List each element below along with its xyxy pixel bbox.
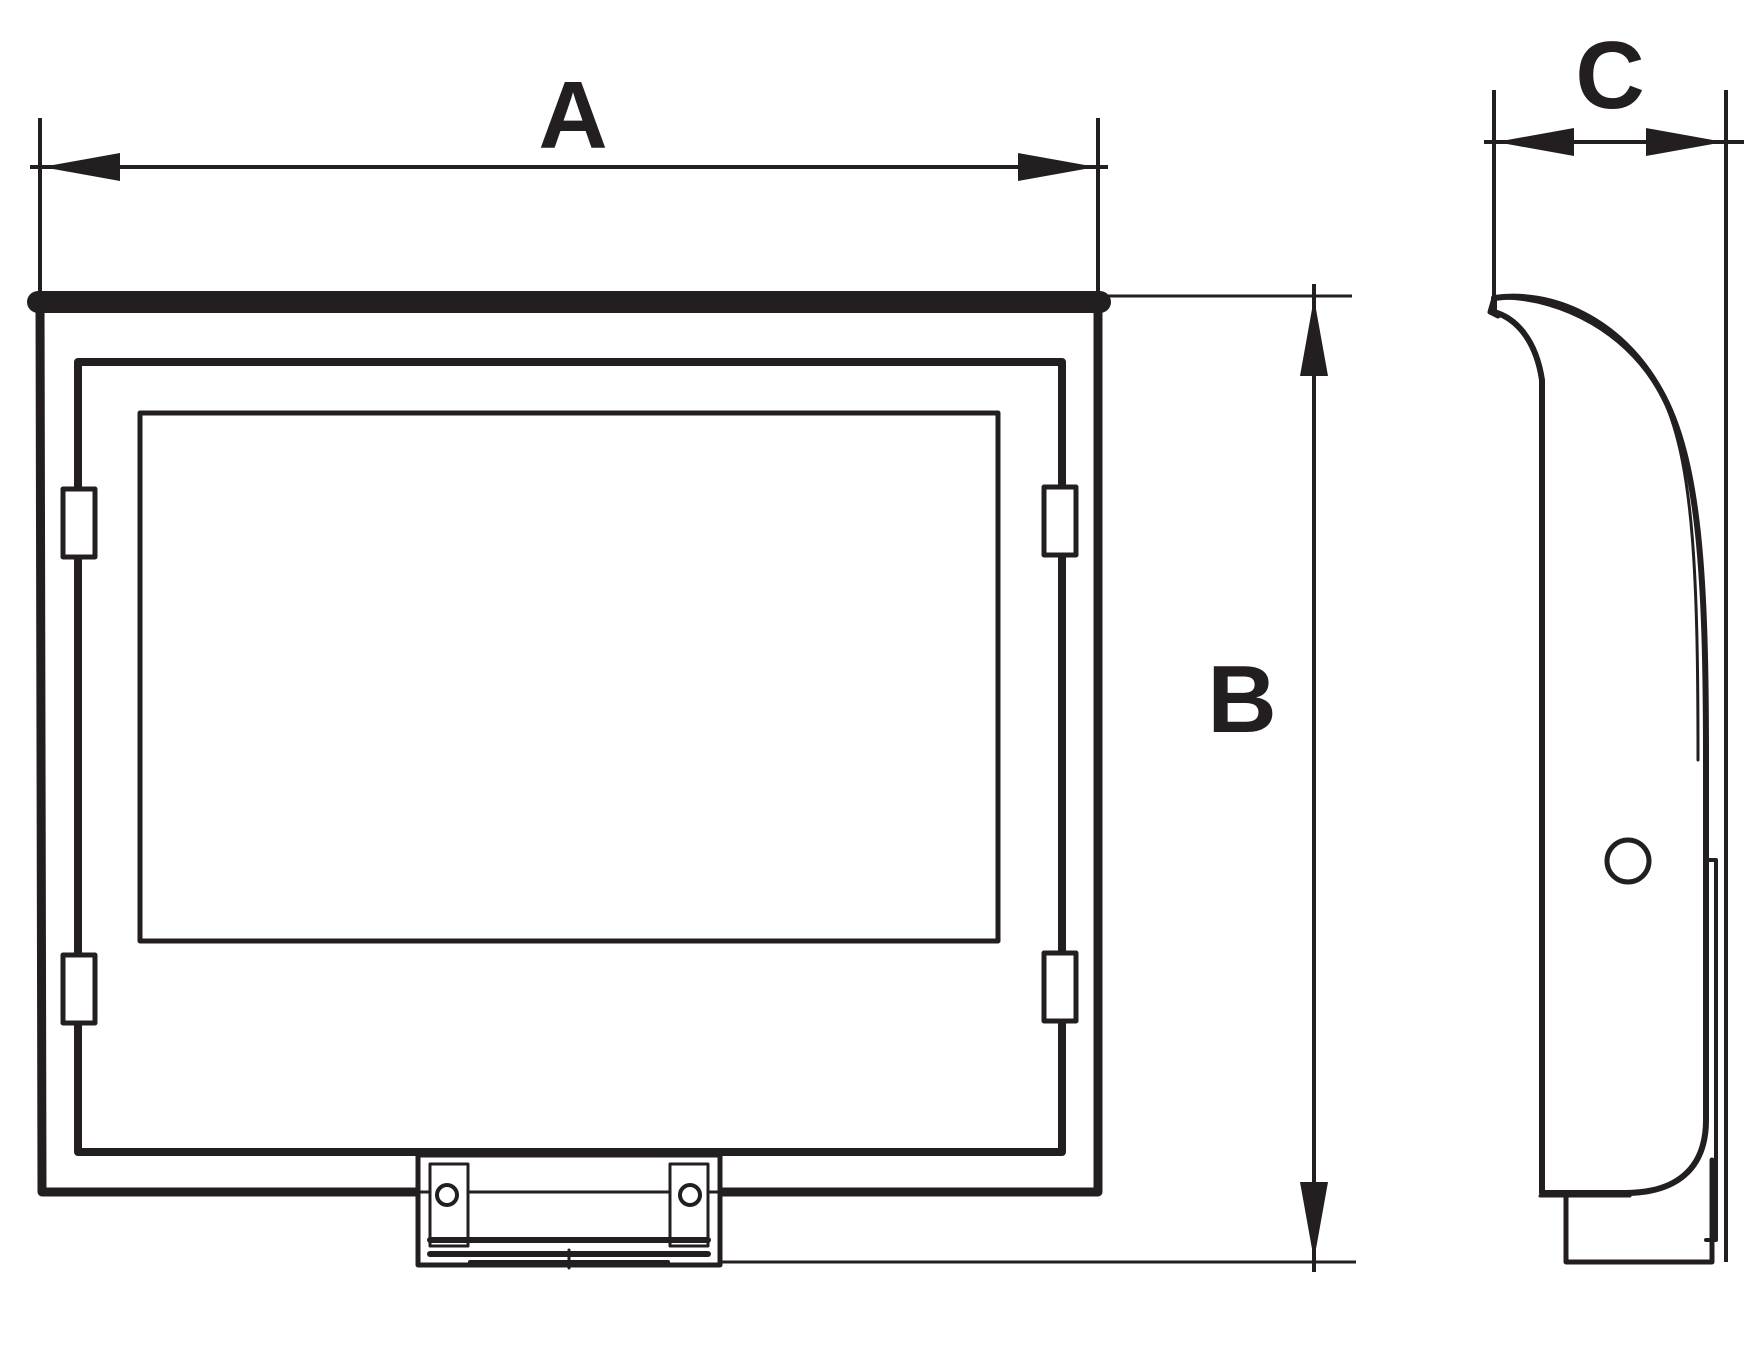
side-view-screw-hole <box>1604 837 1652 885</box>
side-view-rear-wall <box>1704 858 1718 1242</box>
dimension-a-arrow-right <box>1018 153 1096 181</box>
hinge-top-left <box>60 486 98 560</box>
dimension-a-label: A <box>538 62 607 169</box>
dimension-c-arrow-left <box>1496 128 1574 156</box>
side-view-bottom-foot <box>1563 1157 1715 1265</box>
hinge-bottom-right <box>1041 950 1079 1024</box>
front-view <box>27 291 1111 1270</box>
bottom-latch <box>415 1152 723 1270</box>
side-view-profile <box>1491 293 1709 1196</box>
front-view-outer-frame <box>35 293 1103 1197</box>
dimension-a-arrow-left <box>42 153 120 181</box>
dimension-c-arrow-right <box>1646 128 1724 156</box>
front-view-inner-frame <box>74 358 1066 1156</box>
dimension-b-arrow-top <box>1300 298 1328 376</box>
hinge-bottom-left <box>60 952 98 1026</box>
side-view-top-lip <box>1487 295 1501 319</box>
side-view <box>1487 293 1718 1265</box>
dimension-c <box>1484 90 1744 1262</box>
front-view-window <box>137 410 1001 944</box>
dimension-b <box>720 284 1356 1272</box>
side-view-front-curve <box>1504 296 1700 762</box>
dimension-b-label: B <box>1207 646 1276 753</box>
hinge-top-right <box>1041 484 1079 558</box>
dimension-b-arrow-bottom <box>1300 1182 1328 1260</box>
dimension-c-label: C <box>1575 22 1644 129</box>
dimension-a <box>30 118 1108 296</box>
